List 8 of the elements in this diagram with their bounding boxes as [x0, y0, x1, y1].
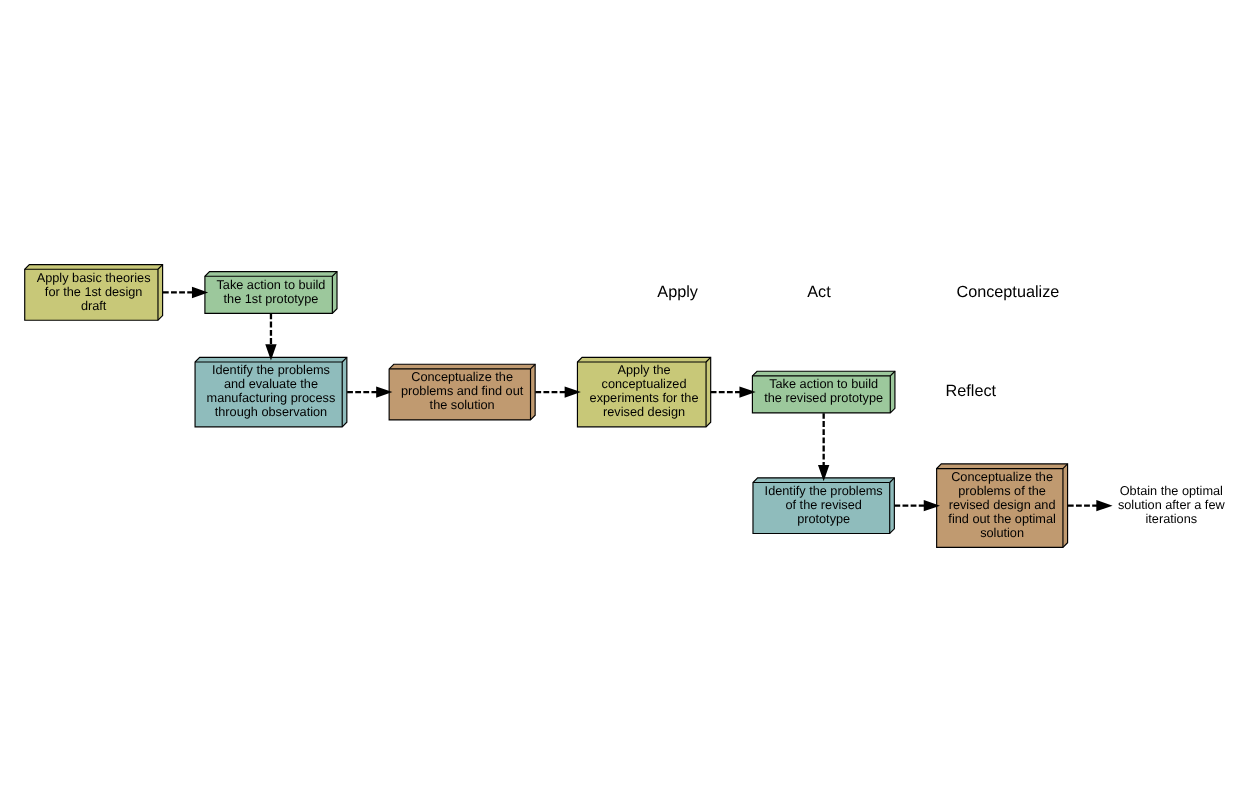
arrow — [162, 285, 209, 298]
arrow — [535, 385, 581, 397]
arrow — [894, 498, 940, 511]
arrow — [1067, 498, 1113, 511]
arrow — [347, 385, 393, 397]
arrow — [817, 412, 830, 481]
arrow — [710, 385, 756, 397]
arrow — [265, 312, 277, 360]
